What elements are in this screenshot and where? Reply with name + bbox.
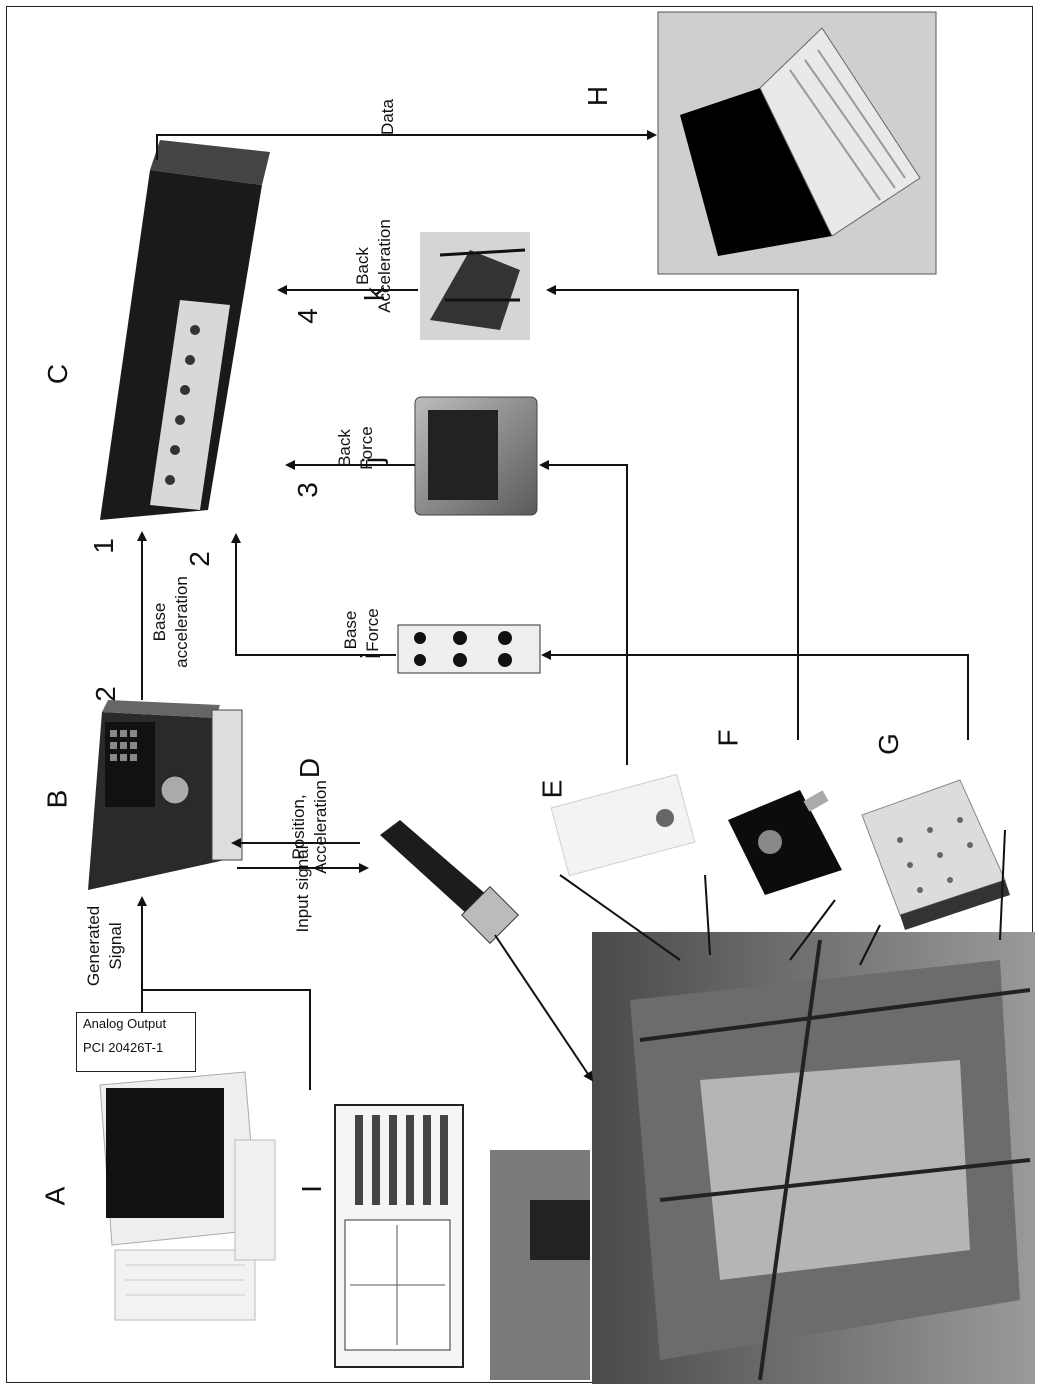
analyzer-image bbox=[100, 140, 270, 520]
back-force-amp-image bbox=[415, 397, 537, 515]
sensor-e-image bbox=[551, 774, 695, 875]
label-A: A bbox=[39, 1187, 71, 1206]
base-force-amp-image bbox=[398, 625, 540, 673]
label-E: E bbox=[536, 780, 568, 799]
number-2-base-force: 2 bbox=[184, 551, 216, 567]
sensor-f-image bbox=[728, 790, 842, 895]
number-1: 1 bbox=[88, 538, 120, 554]
number-2-base-acceleration: 2 bbox=[90, 686, 122, 702]
label-B: B bbox=[41, 790, 73, 809]
controller-image bbox=[88, 700, 242, 890]
daq-card-line2: PCI 20426T-1 bbox=[83, 1033, 189, 1063]
back-acceleration-label: Back Acceleration bbox=[352, 206, 396, 326]
label-H: H bbox=[582, 86, 614, 106]
back-force-label: Back Force bbox=[334, 418, 378, 478]
label-I: I bbox=[296, 1185, 328, 1193]
test-rig-photo bbox=[490, 932, 1035, 1384]
base-acceleration-label: Base acceleration bbox=[149, 567, 193, 677]
label-G: G bbox=[873, 733, 905, 755]
sensor-g-image bbox=[862, 780, 1010, 930]
input-signal-label: Input signal bbox=[292, 834, 314, 944]
oscilloscope-image bbox=[335, 1105, 463, 1367]
daq-card-box: Analog Output PCI 20426T-1 bbox=[76, 1012, 196, 1072]
data-label: Data bbox=[377, 99, 399, 135]
number-3: 3 bbox=[292, 482, 324, 498]
daq-card-line1: Analog Output bbox=[83, 1015, 189, 1033]
number-4: 4 bbox=[292, 308, 324, 324]
generated-signal-label: Generated Signal bbox=[83, 891, 127, 1001]
laptop-image bbox=[658, 12, 936, 274]
base-force-label: Base Force bbox=[340, 600, 384, 660]
shaker-image bbox=[380, 820, 518, 943]
back-acceleration-sensor-image bbox=[420, 232, 530, 340]
pc-image bbox=[100, 1072, 275, 1320]
label-C: C bbox=[42, 364, 74, 384]
label-F: F bbox=[713, 729, 745, 746]
